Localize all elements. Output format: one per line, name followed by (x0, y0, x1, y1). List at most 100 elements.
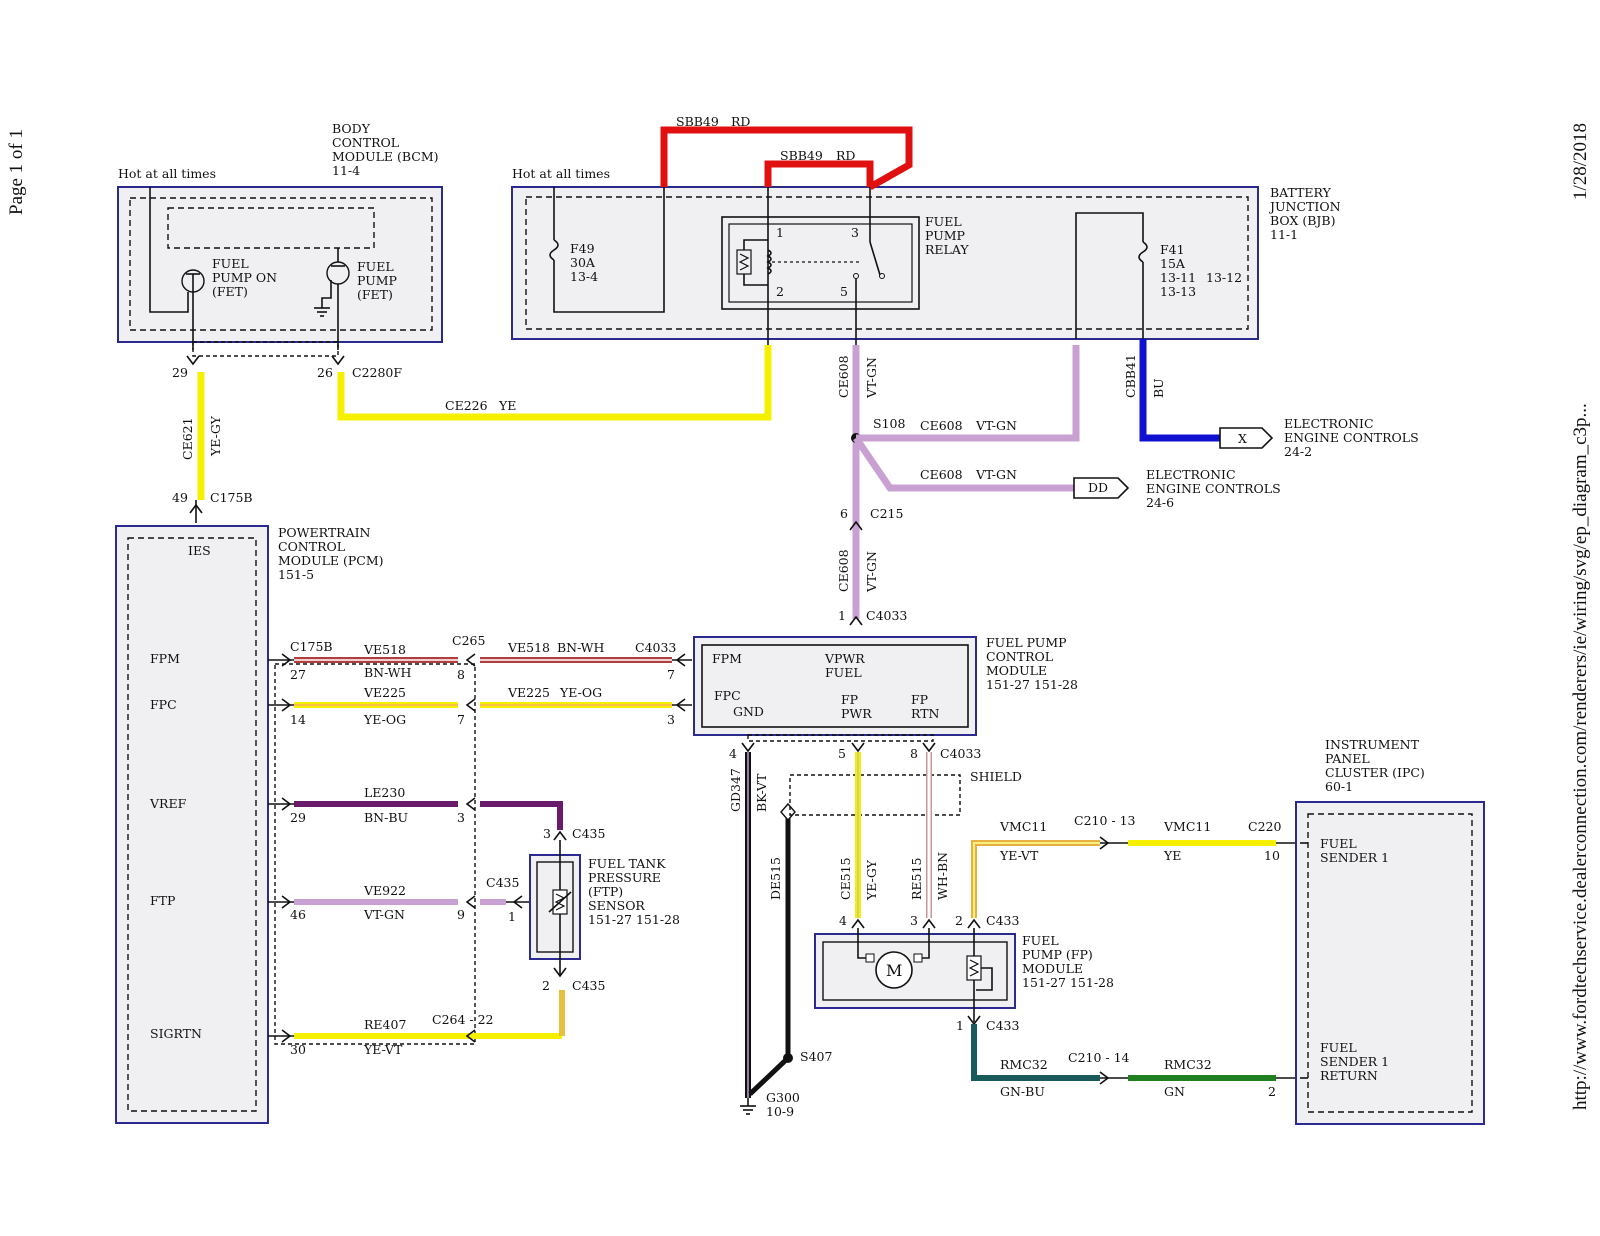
pin-3-vref: 3 (457, 810, 465, 825)
pcm-title-4: 151-5 (278, 567, 314, 582)
relay-label-1: FUEL (925, 214, 962, 229)
ve922: VE922 (363, 883, 406, 898)
fpcm-rtn: RTN (911, 706, 940, 721)
relay-pin-1: 1 (776, 225, 784, 240)
wire-cbb41 (1139, 339, 1220, 442)
pcm-fpc: FPC (150, 697, 177, 712)
motor-label: M (886, 961, 902, 980)
bjb-module: Hot at all times BATTERY JUNCTION BOX (B… (511, 166, 1341, 345)
sbb49-1: SBB49 (676, 114, 719, 129)
c210-13: C210 - 13 (1074, 813, 1136, 828)
ce608-c: CE608 (920, 467, 963, 482)
fpcm-title-2: CONTROL (986, 649, 1053, 664)
fpcm-gnd: GND (733, 704, 764, 719)
ipc-title-1: INSTRUMENT (1325, 737, 1420, 752)
ftp-3: (FTP) (588, 884, 623, 899)
dd-label: DD (1088, 480, 1108, 495)
ce608-b: CE608 (920, 418, 963, 433)
ve518-a: VE518 (363, 642, 406, 657)
ce621-color: YE-GY (208, 415, 223, 457)
fpcm-fpm: FPM (712, 651, 742, 666)
fpcm-fp: FP (841, 692, 858, 707)
c4033-top: C4033 (866, 608, 907, 623)
shield-drain-icon (780, 802, 796, 822)
fet1-line1: FUEL (212, 256, 249, 271)
ce515: CE515 (838, 857, 853, 900)
pin-1-c4033: 1 (838, 608, 846, 623)
vmc11-b: VMC11 (1163, 819, 1211, 834)
yeog-b: YE-OG (559, 685, 602, 700)
c435-b: C435 (486, 875, 519, 890)
fpcm-title-4: 151-27 151-28 (986, 677, 1078, 692)
bcm-title-1: BODY (332, 121, 371, 136)
pin-3-c435: 3 (543, 826, 551, 841)
ipc-title-4: 60-1 (1325, 779, 1353, 794)
pin-29-vref: 29 (290, 810, 306, 825)
f41-line3: 13-11 (1160, 270, 1196, 285)
ce608-d: CE608 (836, 549, 851, 592)
ipc-s1-2: SENDER 1 (1320, 850, 1389, 865)
bjb-title-1: BATTERY (1270, 185, 1332, 200)
c435-c: C435 (572, 978, 605, 993)
bcm-hot-label: Hot at all times (118, 166, 216, 181)
lpin-2: 2 (955, 913, 963, 928)
c175b-label: C175B (290, 639, 333, 654)
yegy-ce515: YE-GY (864, 859, 879, 901)
pcm-title-2: CONTROL (278, 539, 345, 554)
ce226-color: YE (498, 398, 516, 413)
pin-8: 8 (457, 667, 465, 682)
pin-30: 30 (290, 1042, 306, 1057)
f41-line4: 13-13 (1160, 284, 1196, 299)
bnbu: BN-BU (364, 810, 408, 825)
re515: RE515 (909, 858, 924, 900)
ftp-2: PRESSURE (588, 870, 661, 885)
ve518-b: VE518 (507, 640, 550, 655)
pin-1-ftp: 1 (508, 909, 516, 924)
wire-sbb49-outer (660, 126, 913, 191)
sbb49-2: SBB49 (780, 148, 823, 163)
wire-ce608-eec2 (853, 436, 1074, 492)
whbn: WH-BN (935, 852, 950, 900)
eec1-2: ENGINE CONTROLS (1284, 430, 1419, 445)
pcm-ftp: FTP (150, 893, 175, 908)
f49-line3: 13-4 (570, 269, 598, 284)
pin-6: 6 (840, 506, 848, 521)
bcm-module: BODY CONTROL MODULE (BCM) 11-4 Hot at al… (117, 121, 443, 350)
wire-de515-to-ground (748, 1056, 790, 1096)
fet2-line1: FUEL (357, 259, 394, 274)
c265: C265 (452, 633, 485, 648)
ce608-a: CE608 (836, 355, 851, 398)
pcm-module: POWERTRAIN CONTROL MODULE (PCM) 151-5 IE… (115, 525, 384, 1124)
pcm-fpm: FPM (150, 651, 180, 666)
lpin-4b: 4 (839, 913, 847, 928)
fpcm-title-3: MODULE (986, 663, 1047, 678)
f49-line2: 30A (570, 255, 596, 270)
f49-line1: F49 (570, 241, 595, 256)
s108-label: S108 (873, 416, 905, 431)
ipc-s1r-1: FUEL (1320, 1040, 1357, 1055)
s407: S407 (800, 1049, 832, 1064)
yevt-re407: YE-VT (363, 1042, 403, 1057)
rmc32-a: RMC32 (1000, 1057, 1048, 1072)
ftp-4: SENSOR (588, 898, 645, 913)
de515: DE515 (768, 857, 783, 900)
gnbu: GN-BU (1000, 1084, 1045, 1099)
shield-label: SHIELD (970, 769, 1022, 784)
eec1-3: 24-2 (1284, 444, 1312, 459)
relay-pin-2: 2 (776, 284, 784, 299)
motor-icon (875, 951, 913, 989)
ipc-s1r-2: SENDER 1 (1320, 1054, 1389, 1069)
c220: C220 (1248, 819, 1281, 834)
ipc-title-3: CLUSTER (IPC) (1325, 765, 1425, 780)
lpin-8: 8 (910, 746, 918, 761)
lpin-3: 3 (910, 913, 918, 928)
pin-49: 49 (172, 490, 188, 505)
ipc-s1r-3: RETURN (1320, 1068, 1378, 1083)
c175b-top: C175B (210, 490, 253, 505)
c435-a: C435 (572, 826, 605, 841)
fpcm-fp2: FP (911, 692, 928, 707)
eec1-1: ELECTRONIC (1284, 416, 1374, 431)
pin-27: 27 (290, 667, 306, 682)
fpcm-pwr: PWR (841, 706, 872, 721)
